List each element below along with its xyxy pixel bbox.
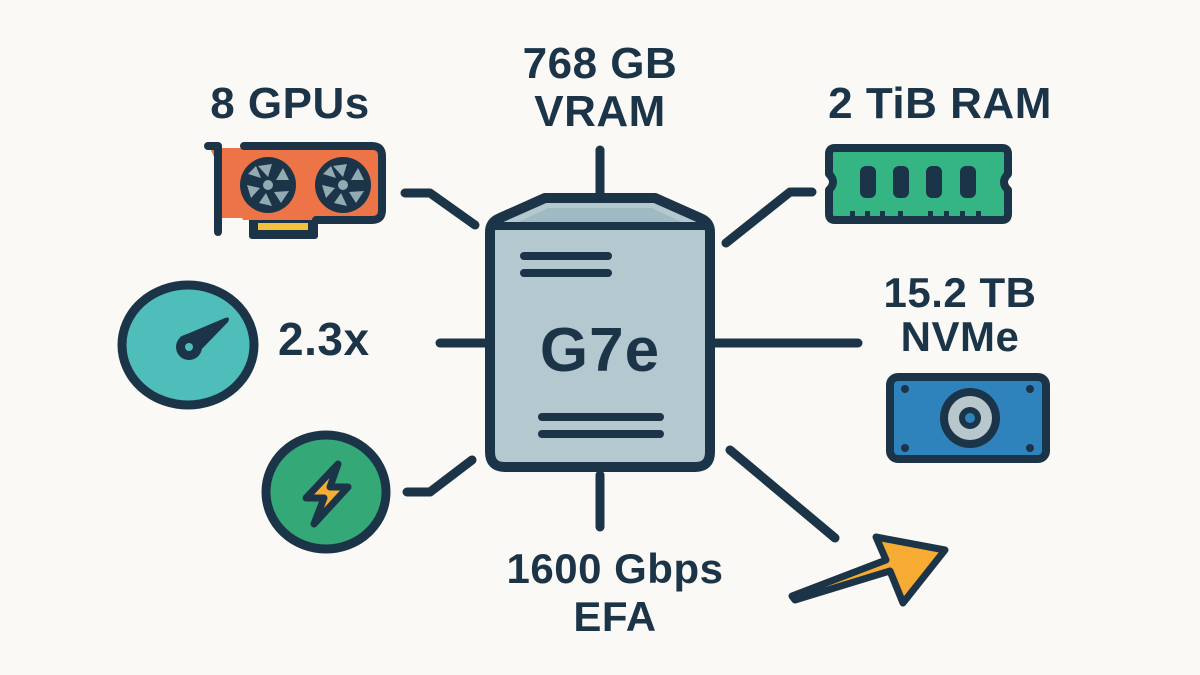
- lightning-bolt-icon: [261, 430, 391, 554]
- gpu-count-text: 8 GPUs: [210, 79, 370, 128]
- ram-label: 2 TiB RAM: [800, 82, 1080, 126]
- connector-growth: [725, 445, 840, 543]
- speedup-text: 2.3x: [278, 313, 370, 365]
- nvme-label: 15.2 TB NVMe: [860, 272, 1060, 358]
- efa-bandwidth-text: 1600 Gbps: [506, 545, 724, 592]
- server-chip-icon: [485, 193, 715, 472]
- connector-power: [402, 455, 477, 497]
- storage-drive-icon: [886, 373, 1050, 463]
- arrow-up-right-icon: [788, 533, 949, 607]
- nvme-amount-text: 15.2 TB: [883, 269, 1037, 316]
- ram-amount-text: 2 TiB RAM: [828, 79, 1052, 128]
- gpu-count-label: 8 GPUs: [190, 82, 390, 126]
- vram-label: 768 GB VRAM: [490, 42, 710, 134]
- efa-label: 1600 Gbps EFA: [470, 548, 760, 638]
- memory-module-icon: [825, 144, 1012, 224]
- speedometer-icon: [117, 280, 259, 410]
- connector-gpus: [400, 188, 480, 230]
- gpu-card-icon: [204, 142, 386, 239]
- nvme-type-text: NVMe: [900, 313, 1020, 360]
- vram-amount-text: 768 GB: [522, 39, 678, 88]
- vram-type-text: VRAM: [534, 87, 666, 136]
- instance-name-label: G7e: [539, 316, 661, 385]
- speedup-label: 2.3x: [278, 316, 418, 362]
- connector-ram: [721, 187, 817, 248]
- efa-type-text: EFA: [573, 593, 657, 640]
